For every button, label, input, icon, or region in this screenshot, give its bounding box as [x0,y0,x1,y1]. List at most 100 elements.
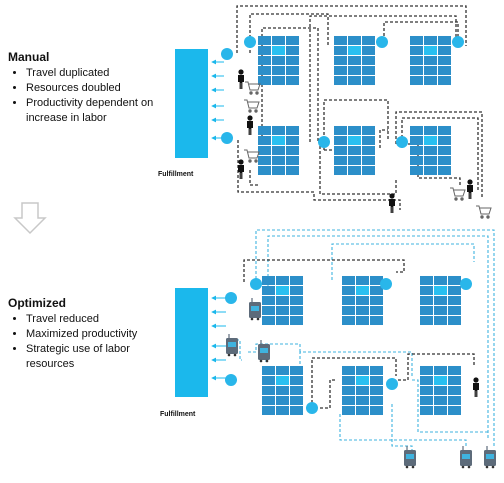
rack-bin [438,166,451,175]
manual-heading: Manual [8,50,50,64]
rack-bin [334,56,347,65]
rack-bin [410,46,423,55]
rack-bin [410,156,423,165]
rack-bin [348,126,361,135]
rack-bin [348,36,361,45]
rack-bin [348,156,361,165]
rack-bin [342,396,355,405]
person-icon [473,377,479,397]
rack-bin [434,296,447,305]
rack-bin [258,66,271,75]
storage-rack [420,276,461,325]
rack-bin [262,376,275,385]
rack-bin [448,306,461,315]
cart-icon [450,187,466,201]
rack-bin [420,386,433,395]
rack-bin [348,56,361,65]
rack-bin [434,306,447,315]
optimized-workers [473,377,479,397]
rack-bin [258,146,271,155]
rack-bin [420,376,433,385]
rack-bin [424,136,437,145]
manual-bullets: Travel duplicated Resources doubled Prod… [8,66,158,126]
rack-bin [272,146,285,155]
rack-bin [276,396,289,405]
rack-bin [342,286,355,295]
rack-bin [276,386,289,395]
rack-bin [448,366,461,375]
rack-bin [342,276,355,285]
rack-bin [342,296,355,305]
manual-bullet: Resources doubled [26,81,158,96]
rack-bin [434,366,447,375]
storage-rack [258,126,299,175]
manual-bullet: Productivity dependent on increase in la… [26,96,158,126]
rack-bin [362,76,375,85]
rack-bin [424,156,437,165]
rack-bin [420,406,433,415]
rack-bin [410,76,423,85]
rack-bin [410,166,423,175]
rack-bin [290,386,303,395]
optimized-bullets: Travel reduced Maximized productivity St… [8,312,148,372]
optimized-bullet: Strategic use of labor resources [26,342,148,372]
rack-bin [258,76,271,85]
manual-workers [238,69,473,213]
rack-bin [272,56,285,65]
rack-bin [370,286,383,295]
storage-rack [334,126,375,175]
rack-bin [410,36,423,45]
rack-bin [272,76,285,85]
rack-bin [290,366,303,375]
optimized-pick-dots [225,278,472,414]
rack-bin [362,56,375,65]
rack-bin [286,36,299,45]
rack-bin [258,126,271,135]
rack-bin [286,136,299,145]
rack-bin [334,36,347,45]
rack-bin [290,406,303,415]
storage-rack [410,36,451,85]
rack-bin [356,306,369,315]
manual-carts [244,81,492,219]
rack-bin [370,386,383,395]
optimized-dark-paths [243,259,475,409]
rack-bin [434,286,447,295]
optimized-bullet: Maximized productivity [26,327,148,342]
rack-bin [424,126,437,135]
rack-bin [448,386,461,395]
rack-bin [356,276,369,285]
optimized-racks [262,276,461,415]
rack-bin [370,316,383,325]
rack-bin [424,66,437,75]
rack-bin [334,136,347,145]
person-icon [467,179,473,199]
rack-bin [420,306,433,315]
person-icon [238,69,244,89]
rack-bin [410,66,423,75]
rack-bin [262,276,275,285]
rack-bin [276,406,289,415]
rack-bin [276,366,289,375]
rack-bin [290,396,303,405]
storage-rack [342,276,383,325]
rack-bin [348,66,361,75]
rack-bin [334,166,347,175]
rack-bin [348,136,361,145]
rack-bin [362,46,375,55]
rack-bin [334,46,347,55]
manual-racks [258,36,451,175]
rack-bin [262,286,275,295]
robot-icon [460,446,472,469]
rack-bin [362,136,375,145]
robot-icon [249,298,261,321]
rack-bin [276,276,289,285]
cart-icon [244,149,260,163]
rack-bin [258,136,271,145]
rack-bin [290,276,303,285]
rack-bin [258,46,271,55]
rack-bin [424,56,437,65]
rack-bin [434,376,447,385]
rack-bin [348,166,361,175]
rack-bin [342,316,355,325]
